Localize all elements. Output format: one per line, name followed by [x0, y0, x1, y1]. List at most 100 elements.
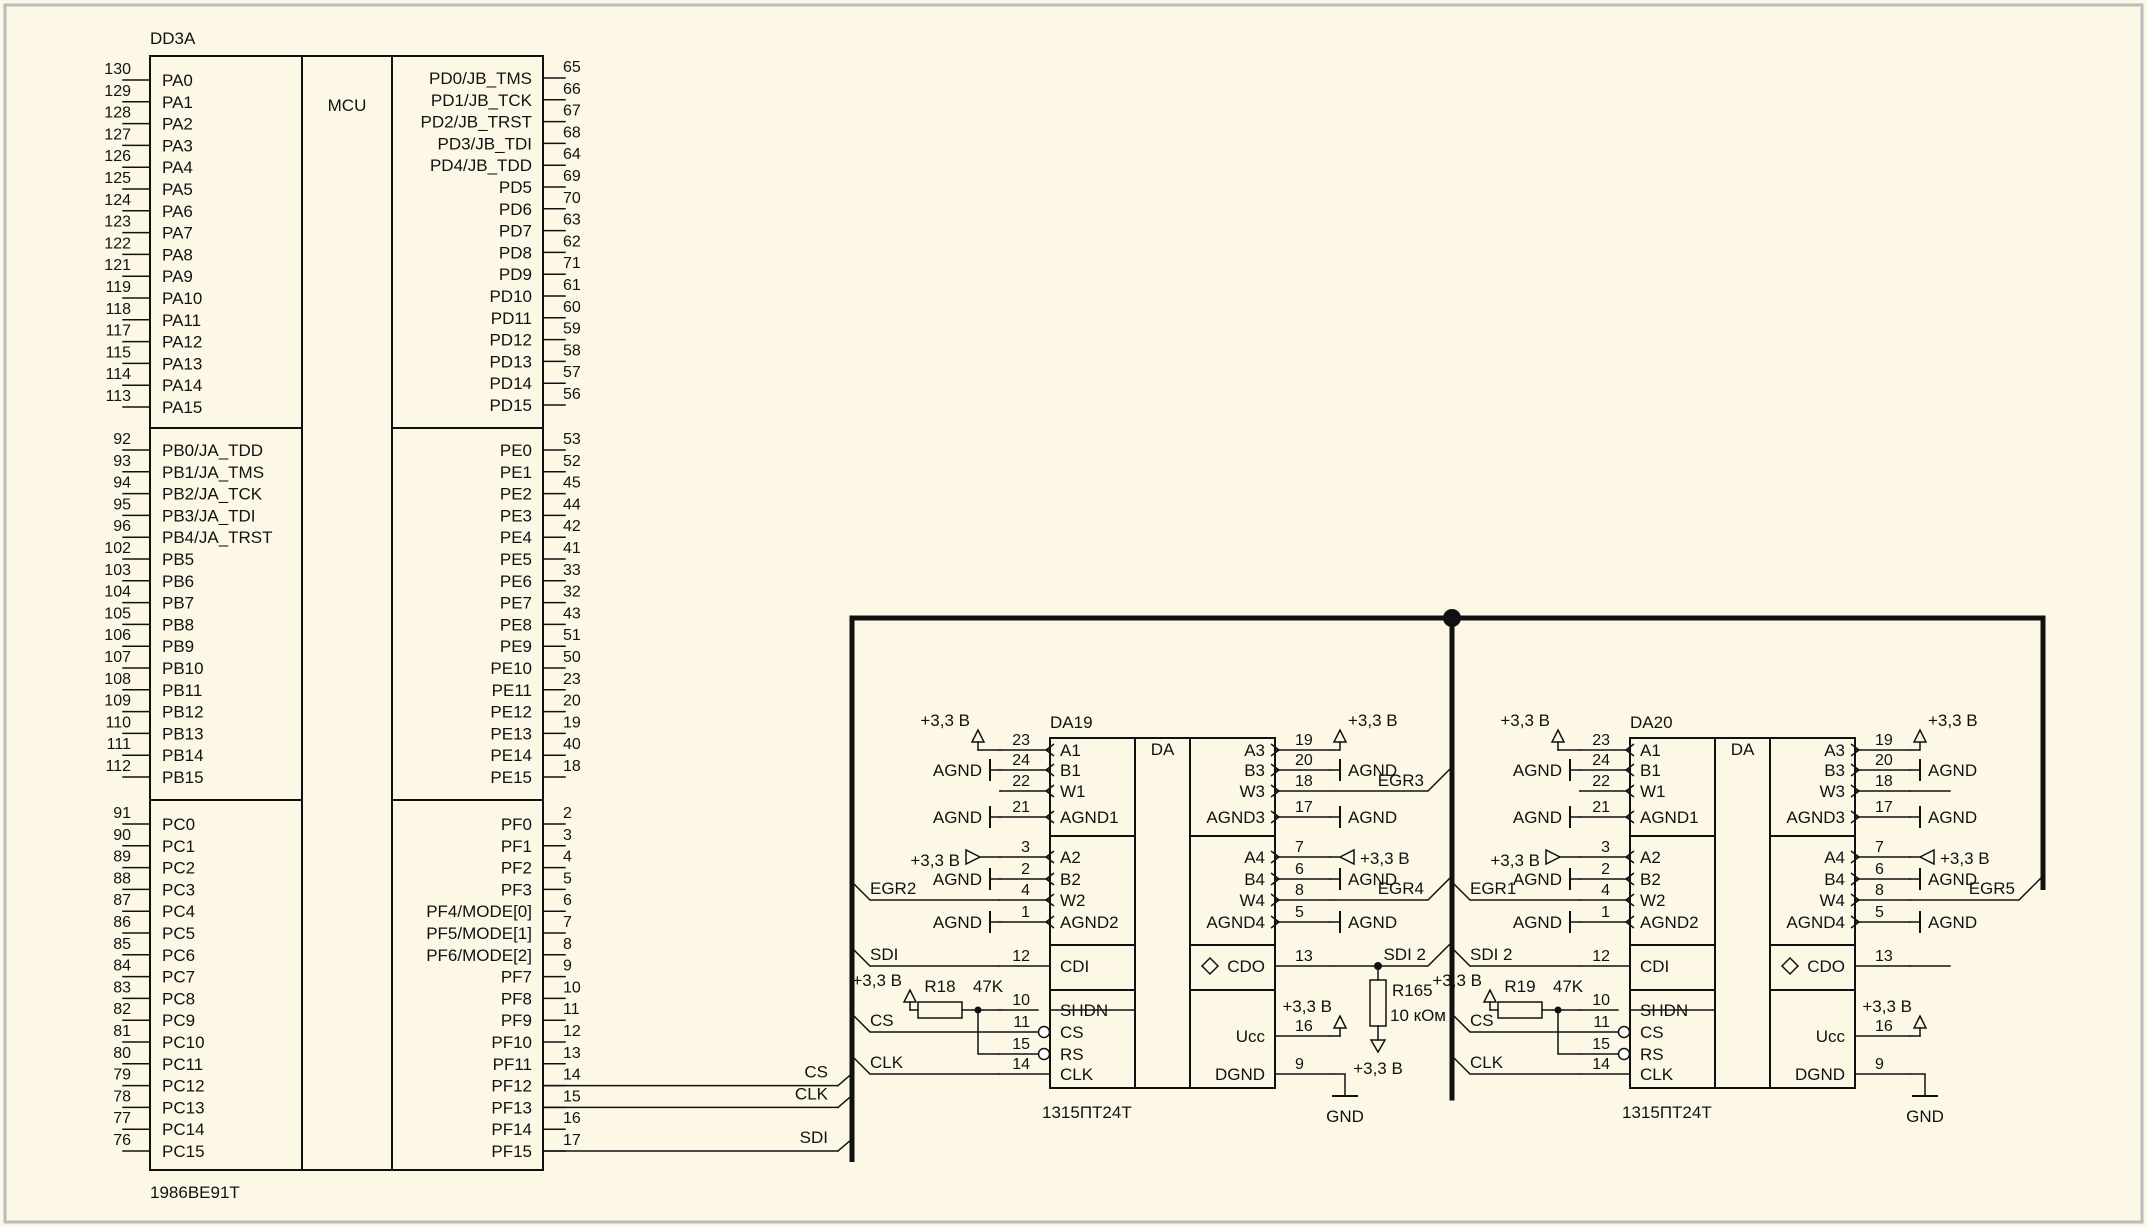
da-pin-label: B4 [1244, 870, 1265, 889]
da-pin-arrow [1624, 763, 1635, 777]
net-wire [1451, 881, 1580, 901]
schematic-content: DD3AMCU1986ВЕ91ТPA0130PA1129PA2128PA3127… [104, 29, 2046, 1202]
da-pin-number: 7 [1875, 839, 1884, 856]
da-pin-arrow [1044, 763, 1055, 777]
net-wire [1451, 947, 1580, 967]
da-pin-label: AGND2 [1640, 913, 1699, 932]
da-pin-arrow [1850, 810, 1861, 824]
mcu-pin-number: 50 [563, 649, 581, 666]
da-pin-label: W2 [1060, 891, 1086, 910]
agnd-label: AGND [1348, 761, 1397, 780]
mcu-pin-label: PF12 [491, 1077, 532, 1096]
mcu-pin-label: PB10 [162, 659, 204, 678]
da-pin-arrow [1850, 743, 1861, 757]
wire [1330, 1073, 1346, 1096]
da-pin-number: 2 [1021, 861, 1030, 878]
mcu-pin-number: 61 [563, 277, 581, 294]
mcu-pin-number: 110 [105, 714, 131, 731]
mcu-pin-label: PC3 [162, 880, 195, 899]
da-pin-label: Ucc [1816, 1027, 1846, 1046]
da-pin-label: W4 [1820, 891, 1846, 910]
mcu-pin-number: 10 [563, 979, 581, 996]
cdo-symbol [1200, 956, 1220, 976]
net-label: EGR5 [1969, 879, 2015, 898]
cdo-symbol [1780, 956, 1800, 976]
mcu-pin-number: 80 [113, 1045, 131, 1062]
resistor-value: 47K [973, 977, 1004, 996]
mcu-pin-label: PA0 [162, 71, 193, 90]
mcu-pin-label: PD2/JB_TRST [421, 113, 532, 132]
mcu-pin-label: PC14 [162, 1120, 205, 1139]
vcc-label: +3,3 В [1490, 851, 1540, 870]
mcu-pin-number: 32 [563, 584, 581, 601]
mcu-pin-number: 15 [563, 1088, 581, 1105]
mcu-pin-number: 13 [563, 1045, 581, 1062]
mcu-pin-number: 7 [563, 914, 572, 931]
mcu-pin-label: PE6 [500, 572, 532, 591]
da-pin-number: 17 [1875, 799, 1893, 816]
mcu-name: MCU [328, 96, 367, 115]
da-pin-number: 8 [1875, 882, 1884, 899]
mcu-pin-number: 91 [113, 805, 131, 822]
bus-signal-label: CLK [795, 1084, 829, 1103]
da-pin-label: W2 [1640, 891, 1666, 910]
da-pin-number: 9 [1875, 1056, 1884, 1073]
da-pin-number: 18 [1875, 773, 1893, 790]
mcu-pin-number: 68 [563, 124, 581, 141]
da-pin-arrow [1624, 893, 1635, 907]
mcu-pin-number: 104 [104, 584, 131, 601]
da-core-label: DA [1731, 740, 1755, 759]
mcu-pin-number: 108 [104, 671, 131, 688]
mcu-pin-number: 95 [113, 496, 131, 513]
da-pin-number: 21 [1012, 799, 1030, 816]
da-pin-number: 5 [1295, 904, 1304, 921]
mcu-pin-label: PC11 [162, 1055, 203, 1074]
da-pin-number: 1 [1021, 904, 1030, 921]
mcu-pin-label: PA2 [162, 115, 193, 134]
mcu-pin-label: PF11 [493, 1055, 532, 1074]
mcu-pin-label: PB4/JA_TRST [162, 528, 273, 547]
net-label: EGR1 [1470, 879, 1516, 898]
vcc-label: +3,3 В [1353, 1059, 1403, 1078]
mcu-pin-label: PD7 [499, 222, 532, 241]
da-pin-number: 21 [1592, 799, 1610, 816]
da-pin-label: AGND4 [1786, 913, 1845, 932]
mcu-pin-number: 58 [563, 342, 581, 359]
da-pin-label: AGND4 [1206, 913, 1265, 932]
mcu-pin-number: 124 [104, 192, 131, 209]
da-pin-arrow [1270, 893, 1281, 907]
mcu-pin-label: PA8 [162, 245, 193, 264]
net-label: EGR2 [870, 879, 916, 898]
mcu-pin-label: PB7 [162, 594, 194, 613]
da-pin-label: W1 [1060, 782, 1086, 801]
mcu-pin-number: 89 [113, 849, 131, 866]
da-pin-number: 20 [1875, 752, 1893, 769]
mcu-pin-number: 53 [563, 431, 581, 448]
agnd-label: AGND [1513, 808, 1562, 827]
da-pin-number: 4 [1021, 882, 1030, 899]
da-pin-number: 15 [1012, 1036, 1030, 1053]
resistor-ref: R19 [1504, 977, 1535, 996]
mcu-pin-label: PA6 [162, 202, 193, 221]
mcu-pin-number: 3 [563, 827, 572, 844]
mcu-pin-number: 125 [104, 170, 131, 187]
da-pin-label: B1 [1060, 761, 1081, 780]
mcu-pin-label: PF5/MODE[1] [426, 924, 532, 943]
agnd-label: AGND [933, 761, 982, 780]
mcu-pin-number: 16 [563, 1110, 581, 1127]
mcu-pin-number: 81 [113, 1023, 131, 1040]
da-pin-number: 8 [1295, 882, 1304, 899]
mcu-pin-number: 114 [105, 366, 131, 383]
da-pin-label: B4 [1824, 870, 1845, 889]
mcu-pin-label: PC13 [162, 1098, 205, 1117]
mcu-pin-label: PE11 [492, 681, 532, 700]
mcu-pin-number: 42 [563, 518, 581, 535]
da-pin-arrow [1850, 763, 1861, 777]
agnd-label: AGND [1513, 870, 1562, 889]
da-pin-label: W3 [1820, 782, 1846, 801]
mcu-pin-label: PE0 [500, 441, 532, 460]
mcu-pin-number: 119 [105, 279, 131, 296]
mcu-ref: DD3A [150, 29, 196, 48]
mcu-pin-label: PB9 [162, 637, 194, 656]
